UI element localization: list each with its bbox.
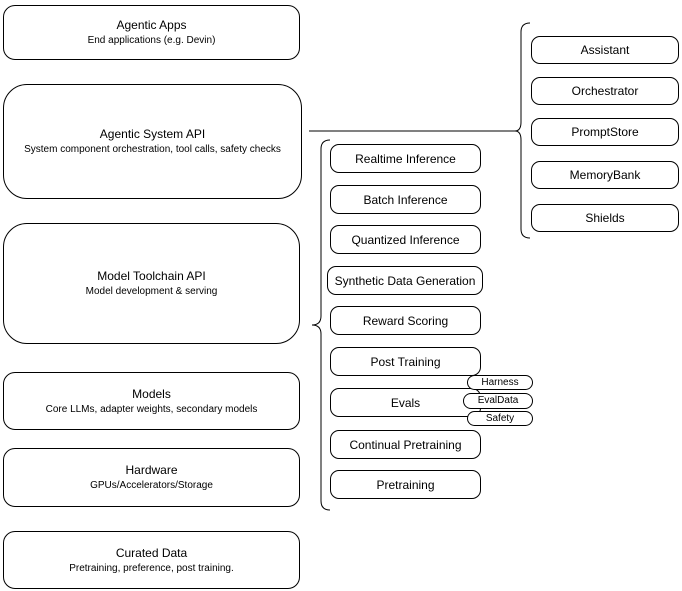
- node-subtitle: Pretraining, preference, post training.: [69, 562, 234, 574]
- node-assistant[interactable]: Assistant: [531, 36, 679, 64]
- node-label: Reward Scoring: [362, 313, 449, 328]
- node-subtitle: Model development & serving: [85, 286, 218, 297]
- node-label: Realtime Inference: [355, 151, 456, 166]
- node-label: Post Training: [370, 354, 441, 369]
- node-title: Agentic Apps: [116, 18, 187, 32]
- system-components-brace: [514, 22, 531, 239]
- node-curated-data[interactable]: Curated Data Pretraining, preference, po…: [3, 531, 300, 589]
- node-title: Hardware: [125, 463, 178, 477]
- pill-label: Harness: [481, 376, 519, 388]
- pill-safety[interactable]: Safety: [467, 411, 533, 426]
- pill-harness[interactable]: Harness: [467, 375, 533, 390]
- node-batch-inference[interactable]: Batch Inference: [330, 185, 481, 214]
- node-continual-pretraining[interactable]: Continual Pretraining: [330, 430, 481, 459]
- node-shields[interactable]: Shields: [531, 204, 679, 232]
- node-post-training[interactable]: Post Training: [330, 347, 481, 376]
- node-orchestrator[interactable]: Orchestrator: [531, 77, 679, 105]
- node-agentic-apps[interactable]: Agentic Apps End applications (e.g. Devi…: [3, 5, 300, 60]
- node-label: Continual Pretraining: [349, 437, 462, 452]
- node-agentic-system-api[interactable]: Agentic System API System component orch…: [3, 84, 302, 199]
- node-label: Shields: [585, 211, 625, 225]
- node-label: Batch Inference: [363, 192, 448, 207]
- node-hardware[interactable]: Hardware GPUs/Accelerators/Storage: [3, 448, 300, 507]
- node-memorybank[interactable]: MemoryBank: [531, 161, 679, 189]
- node-label: Synthetic Data Generation: [334, 273, 476, 288]
- node-label: MemoryBank: [569, 168, 641, 182]
- toolchain-brace: [311, 139, 331, 511]
- node-label: Assistant: [580, 43, 630, 57]
- node-promptstore[interactable]: PromptStore: [531, 118, 679, 146]
- node-title: Model Toolchain API: [97, 269, 206, 283]
- node-reward-scoring[interactable]: Reward Scoring: [330, 306, 481, 335]
- pill-evaldata[interactable]: EvalData: [463, 393, 533, 409]
- node-title: Agentic System API: [99, 127, 206, 141]
- node-subtitle: Core LLMs, adapter weights, secondary mo…: [45, 403, 258, 415]
- node-label: Orchestrator: [571, 84, 639, 98]
- node-evals[interactable]: Evals: [330, 388, 481, 417]
- node-subtitle: GPUs/Accelerators/Storage: [90, 480, 213, 491]
- node-realtime-inference[interactable]: Realtime Inference: [330, 144, 481, 173]
- node-model-toolchain-api[interactable]: Model Toolchain API Model development & …: [3, 223, 300, 344]
- pill-label: Safety: [485, 412, 515, 424]
- node-subtitle: End applications (e.g. Devin): [87, 35, 216, 46]
- node-models[interactable]: Models Core LLMs, adapter weights, secon…: [3, 372, 300, 430]
- pill-label: EvalData: [477, 395, 519, 406]
- node-pretraining[interactable]: Pretraining: [330, 470, 481, 499]
- node-subtitle: System component orchestration, tool cal…: [24, 144, 281, 155]
- node-synthetic-data-generation[interactable]: Synthetic Data Generation: [327, 266, 483, 295]
- node-label: PromptStore: [571, 125, 639, 139]
- node-label: Evals: [390, 395, 421, 410]
- node-label: Quantized Inference: [351, 232, 460, 247]
- node-label: Pretraining: [376, 477, 435, 492]
- node-title: Curated Data: [115, 545, 188, 560]
- node-quantized-inference[interactable]: Quantized Inference: [330, 225, 481, 254]
- node-title: Models: [132, 386, 171, 401]
